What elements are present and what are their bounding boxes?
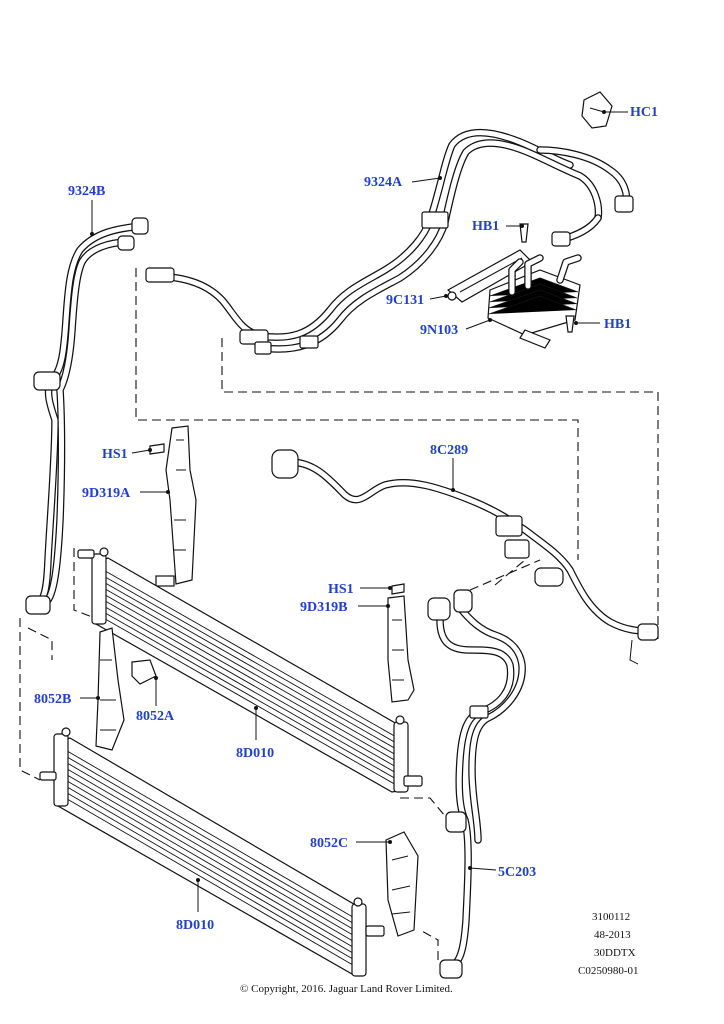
leader-lines bbox=[80, 110, 628, 912]
label-hc1: HC1 bbox=[630, 105, 658, 120]
label-8052a: 8052A bbox=[136, 709, 175, 724]
bracket-9d319b-assembly bbox=[387, 583, 415, 703]
reference-line-3: 30DDTX bbox=[594, 947, 636, 959]
cooler-pipe-9324a bbox=[145, 91, 634, 355]
label-hb1-top: HB1 bbox=[472, 219, 499, 234]
radiator-8d010-lower bbox=[39, 727, 385, 977]
label-9324a: 9324A bbox=[364, 175, 403, 190]
coolant-hose-8c289 bbox=[271, 449, 659, 665]
label-9n103: 9N103 bbox=[420, 323, 458, 338]
reference-block: 3100112 48-2013 30DDTX C0250980-01 bbox=[578, 911, 639, 977]
label-hb1-bottom: HB1 bbox=[604, 317, 631, 332]
brackets-8052 bbox=[95, 627, 419, 937]
label-8052c: 8052C bbox=[310, 836, 348, 851]
label-8d010-lower: 8D010 bbox=[176, 918, 214, 933]
coolant-hose-5c203 bbox=[427, 589, 526, 979]
label-9c131: 9C131 bbox=[386, 293, 424, 308]
oil-cooler-assembly bbox=[446, 223, 582, 349]
label-8d010-upper: 8D010 bbox=[236, 746, 274, 761]
cooler-pipe-9324b bbox=[25, 217, 149, 615]
copyright-notice: © Copyright, 2016. Jaguar Land Rover Lim… bbox=[240, 983, 453, 995]
radiator-8d010-upper bbox=[77, 547, 423, 793]
dashed-reference-lines bbox=[19, 268, 659, 960]
label-8052b: 8052B bbox=[34, 692, 71, 707]
reference-line-2: 48-2013 bbox=[594, 929, 631, 941]
label-9d319b: 9D319B bbox=[300, 600, 347, 615]
label-8c289: 8C289 bbox=[430, 443, 468, 458]
label-9d319a: 9D319A bbox=[82, 486, 131, 501]
label-hs1-right: HS1 bbox=[328, 582, 354, 597]
bracket-9d319a-assembly bbox=[149, 425, 197, 587]
label-hs1-left: HS1 bbox=[102, 447, 128, 462]
label-9324b: 9324B bbox=[68, 184, 105, 199]
label-5c203: 5C203 bbox=[498, 865, 536, 880]
reference-line-4: C0250980-01 bbox=[578, 965, 639, 977]
part-labels: HC1 9324A 9324B HB1 9C131 9N103 HB1 8C28… bbox=[34, 105, 658, 933]
reference-line-1: 3100112 bbox=[592, 911, 630, 923]
